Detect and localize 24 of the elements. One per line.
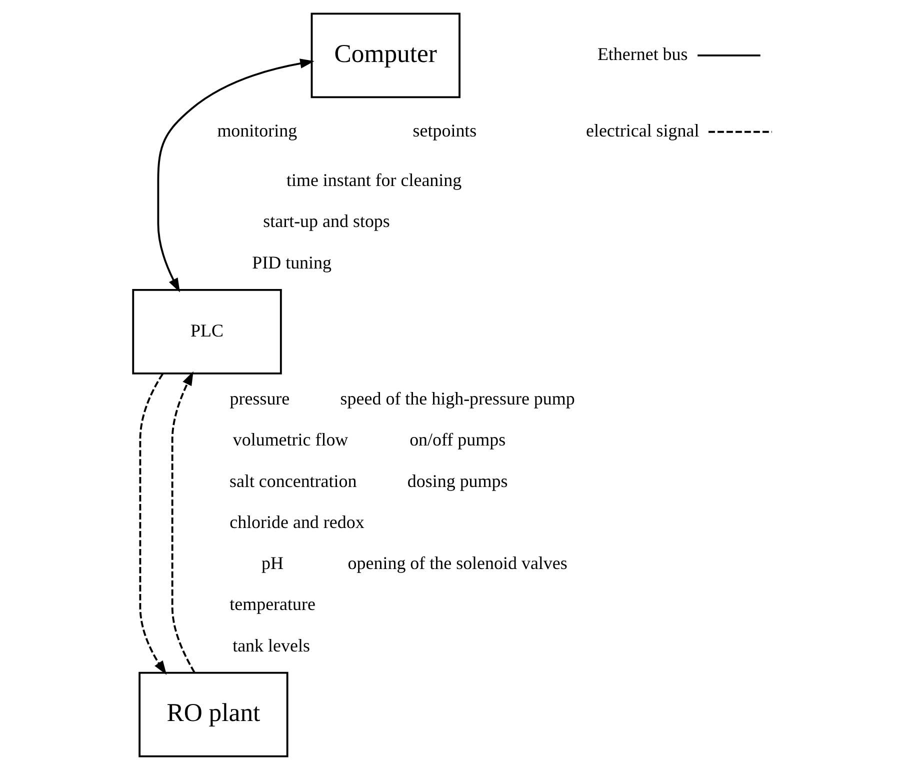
legend-label: electrical signal (585, 120, 699, 141)
label: monitoring (216, 120, 297, 141)
label: temperature (229, 594, 315, 614)
label: pH (261, 553, 284, 574)
label: volumetric flow (232, 430, 348, 450)
arrow (170, 371, 195, 673)
label: chloride and redox (229, 512, 364, 532)
label: PID tuning (252, 252, 332, 272)
label: start-up and stops (262, 211, 390, 232)
arrow (156, 58, 314, 292)
label: dosing pumps (406, 470, 508, 491)
label: tank levels (232, 635, 310, 656)
label: pressure (229, 388, 290, 409)
node-box: RO plant (138, 672, 288, 758)
label: time instant for cleaning (286, 170, 462, 190)
label: salt concentration (229, 470, 356, 491)
node-box: Computer (310, 12, 460, 98)
node-box: PLC (132, 288, 282, 374)
legend-label: Ethernet bus (596, 44, 688, 64)
label: speed of the high-pressure pump (340, 388, 574, 409)
label: on/off pumps (409, 430, 506, 450)
label: setpoints (412, 120, 476, 141)
arrow (138, 373, 166, 675)
label: opening of the solenoid valves (347, 553, 567, 574)
